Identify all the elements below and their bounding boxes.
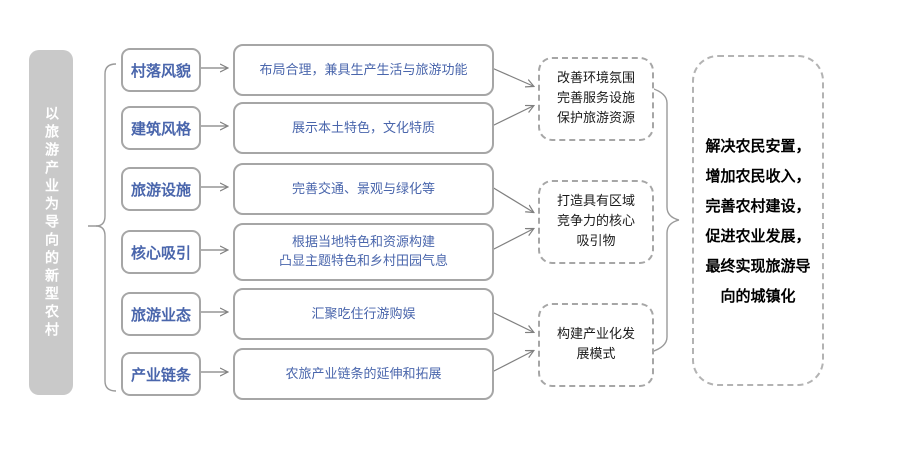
label-box-village-appearance[interactable]: 村落风貌 — [121, 48, 201, 92]
desc-text: 完善交通、景观与绿化等 — [291, 181, 435, 197]
final-goal-text: 解决农民安置， 增加农民收入， 完善农村建设， 促进农业发展， 最终实现旅游导 … — [705, 136, 811, 305]
outcome-box-core-attractor[interactable]: 打造具有区域 竞争力的核心 吸引物 — [538, 180, 654, 264]
desc-box-core-attraction[interactable]: 根据当地特色和资源构建 凸显主题特色和乡村田园气息 — [233, 223, 494, 281]
right-brace — [650, 87, 680, 353]
outcome-text: 打造具有区域 竞争力的核心 吸引物 — [556, 194, 635, 249]
desc-to-outcome-arrows — [491, 67, 533, 373]
final-goal-box[interactable]: 解决农民安置， 增加农民收入， 完善农村建设， 促进农业发展， 最终实现旅游导 … — [692, 55, 824, 386]
label-box-tourism-business[interactable]: 旅游业态 — [121, 292, 201, 336]
label-text: 旅游业态 — [130, 305, 191, 324]
theme-bar: 以旅游产业为导向的新型农村 — [29, 50, 73, 395]
desc-box-industry-chain[interactable]: 农旅产业链条的延伸和拓展 — [233, 348, 494, 400]
label-text: 产业链条 — [130, 365, 191, 384]
label-text: 旅游设施 — [130, 180, 191, 199]
outcome-box-environment[interactable]: 改善环境氛围 完善服务设施 保护旅游资源 — [538, 57, 654, 141]
desc-text: 展示本土特色，文化特质 — [291, 120, 435, 136]
desc-text: 布局合理，兼具生产生活与旅游功能 — [259, 62, 468, 78]
desc-text: 农旅产业链条的延伸和拓展 — [285, 366, 442, 382]
desc-text: 根据当地特色和资源构建 凸显主题特色和乡村田园气息 — [278, 235, 448, 269]
theme-bar-label: 以旅游产业为导向的新型农村 — [43, 105, 59, 340]
desc-box-village-appearance[interactable]: 布局合理，兼具生产生活与旅游功能 — [233, 44, 494, 96]
desc-box-tourism-facilities[interactable]: 完善交通、景观与绿化等 — [233, 163, 494, 215]
label-to-desc-arrows — [199, 68, 227, 372]
label-text: 建筑风格 — [130, 119, 191, 138]
label-box-industry-chain[interactable]: 产业链条 — [121, 352, 201, 396]
label-text: 村落风貌 — [130, 61, 191, 80]
outcome-text: 改善环境氛围 完善服务设施 保护旅游资源 — [556, 71, 635, 126]
label-box-core-attraction[interactable]: 核心吸引 — [121, 230, 201, 274]
label-text: 核心吸引 — [130, 243, 191, 262]
left-brace — [88, 63, 117, 392]
label-box-tourism-facilities[interactable]: 旅游设施 — [121, 167, 201, 211]
desc-text: 汇聚吃住行游购娱 — [311, 306, 416, 322]
desc-box-architecture-style[interactable]: 展示本土特色，文化特质 — [233, 102, 494, 154]
label-box-architecture-style[interactable]: 建筑风格 — [121, 106, 201, 150]
outcome-box-industrial-model[interactable]: 构建产业化发 展模式 — [538, 303, 654, 387]
desc-box-tourism-business[interactable]: 汇聚吃住行游购娱 — [233, 288, 494, 340]
outcome-text: 构建产业化发 展模式 — [556, 327, 635, 362]
